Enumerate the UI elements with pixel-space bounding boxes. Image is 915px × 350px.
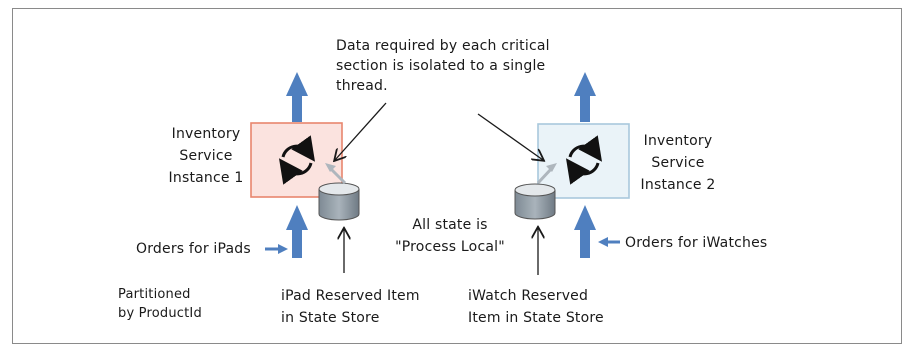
state-access-arrow-icon — [536, 163, 557, 185]
annotation-pointer-left — [335, 102, 387, 160]
iwatch-store-line-2: Item in State Store — [468, 310, 604, 326]
partitioned-line-2: by ProductId — [118, 306, 202, 321]
sync-icon — [278, 135, 316, 185]
annotation-line-2: section is isolated to a single — [336, 58, 546, 74]
ipad-store-label: iPad Reserved Item in State Store — [281, 285, 420, 329]
annotation-pointer-right — [477, 113, 543, 160]
ipad-store-line-1: iPad Reserved Item — [281, 288, 420, 304]
arrow-up-icon — [574, 205, 596, 258]
annotation-text: Data required by each critical section i… — [336, 36, 550, 96]
instance-1-line-1: Inventory — [171, 126, 241, 142]
instance-2-label: Inventory Service Instance 2 — [628, 130, 728, 196]
arrow-right-icon — [265, 244, 288, 254]
all-state-line-2: "Process Local" — [395, 239, 505, 255]
instance-2-line-2: Service — [651, 155, 705, 171]
instance-2-line-1: Inventory — [643, 133, 713, 149]
ipad-store-line-2: in State Store — [281, 310, 380, 326]
arrow-up-icon — [286, 205, 308, 258]
iwatch-store-label: iWatch Reserved Item in State Store — [468, 285, 604, 329]
orders-ipads-label: Orders for iPads — [136, 241, 251, 257]
arrow-up-icon — [574, 72, 596, 122]
all-state-label: All state is "Process Local" — [385, 214, 515, 258]
partitioned-line-1: Partitioned — [118, 287, 191, 302]
instance-1-label: Inventory Service Instance 1 — [158, 123, 254, 189]
arrow-up-icon — [286, 72, 308, 122]
instance-2-line-3: Instance 2 — [640, 177, 716, 193]
instance-1-line-2: Service — [179, 148, 233, 164]
state-access-arrow-icon — [325, 163, 347, 185]
database-icon — [514, 183, 556, 220]
database-icon — [318, 182, 360, 221]
arrow-left-icon — [598, 237, 620, 247]
partitioned-label: Partitioned by ProductId — [118, 285, 202, 323]
iwatch-store-line-1: iWatch Reserved — [468, 288, 589, 304]
annotation-line-1: Data required by each critical — [336, 38, 550, 54]
orders-iwatches-label: Orders for iWatches — [625, 235, 768, 251]
instance-1-line-3: Instance 1 — [168, 170, 244, 186]
diagram-frame — [12, 8, 902, 344]
all-state-line-1: All state is — [412, 217, 488, 233]
annotation-line-3: thread. — [336, 78, 388, 94]
sync-icon — [565, 135, 603, 185]
